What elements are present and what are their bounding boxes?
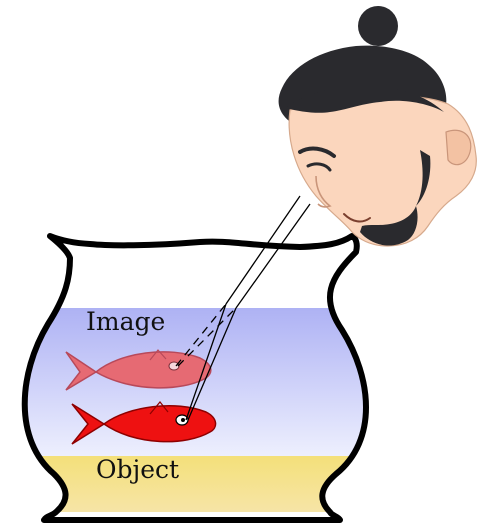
image-label: Image [86, 307, 165, 336]
face [289, 96, 476, 246]
ray-2-air [236, 204, 310, 308]
person-head-icon [279, 6, 477, 246]
bowl-contents [0, 308, 496, 525]
object-fish-pupil [181, 418, 185, 422]
observer-head [279, 6, 477, 246]
hair-bun [358, 6, 398, 46]
object-label: Object [96, 455, 179, 484]
sand [0, 456, 496, 525]
ear [446, 130, 471, 164]
ray-1-air [226, 196, 300, 304]
